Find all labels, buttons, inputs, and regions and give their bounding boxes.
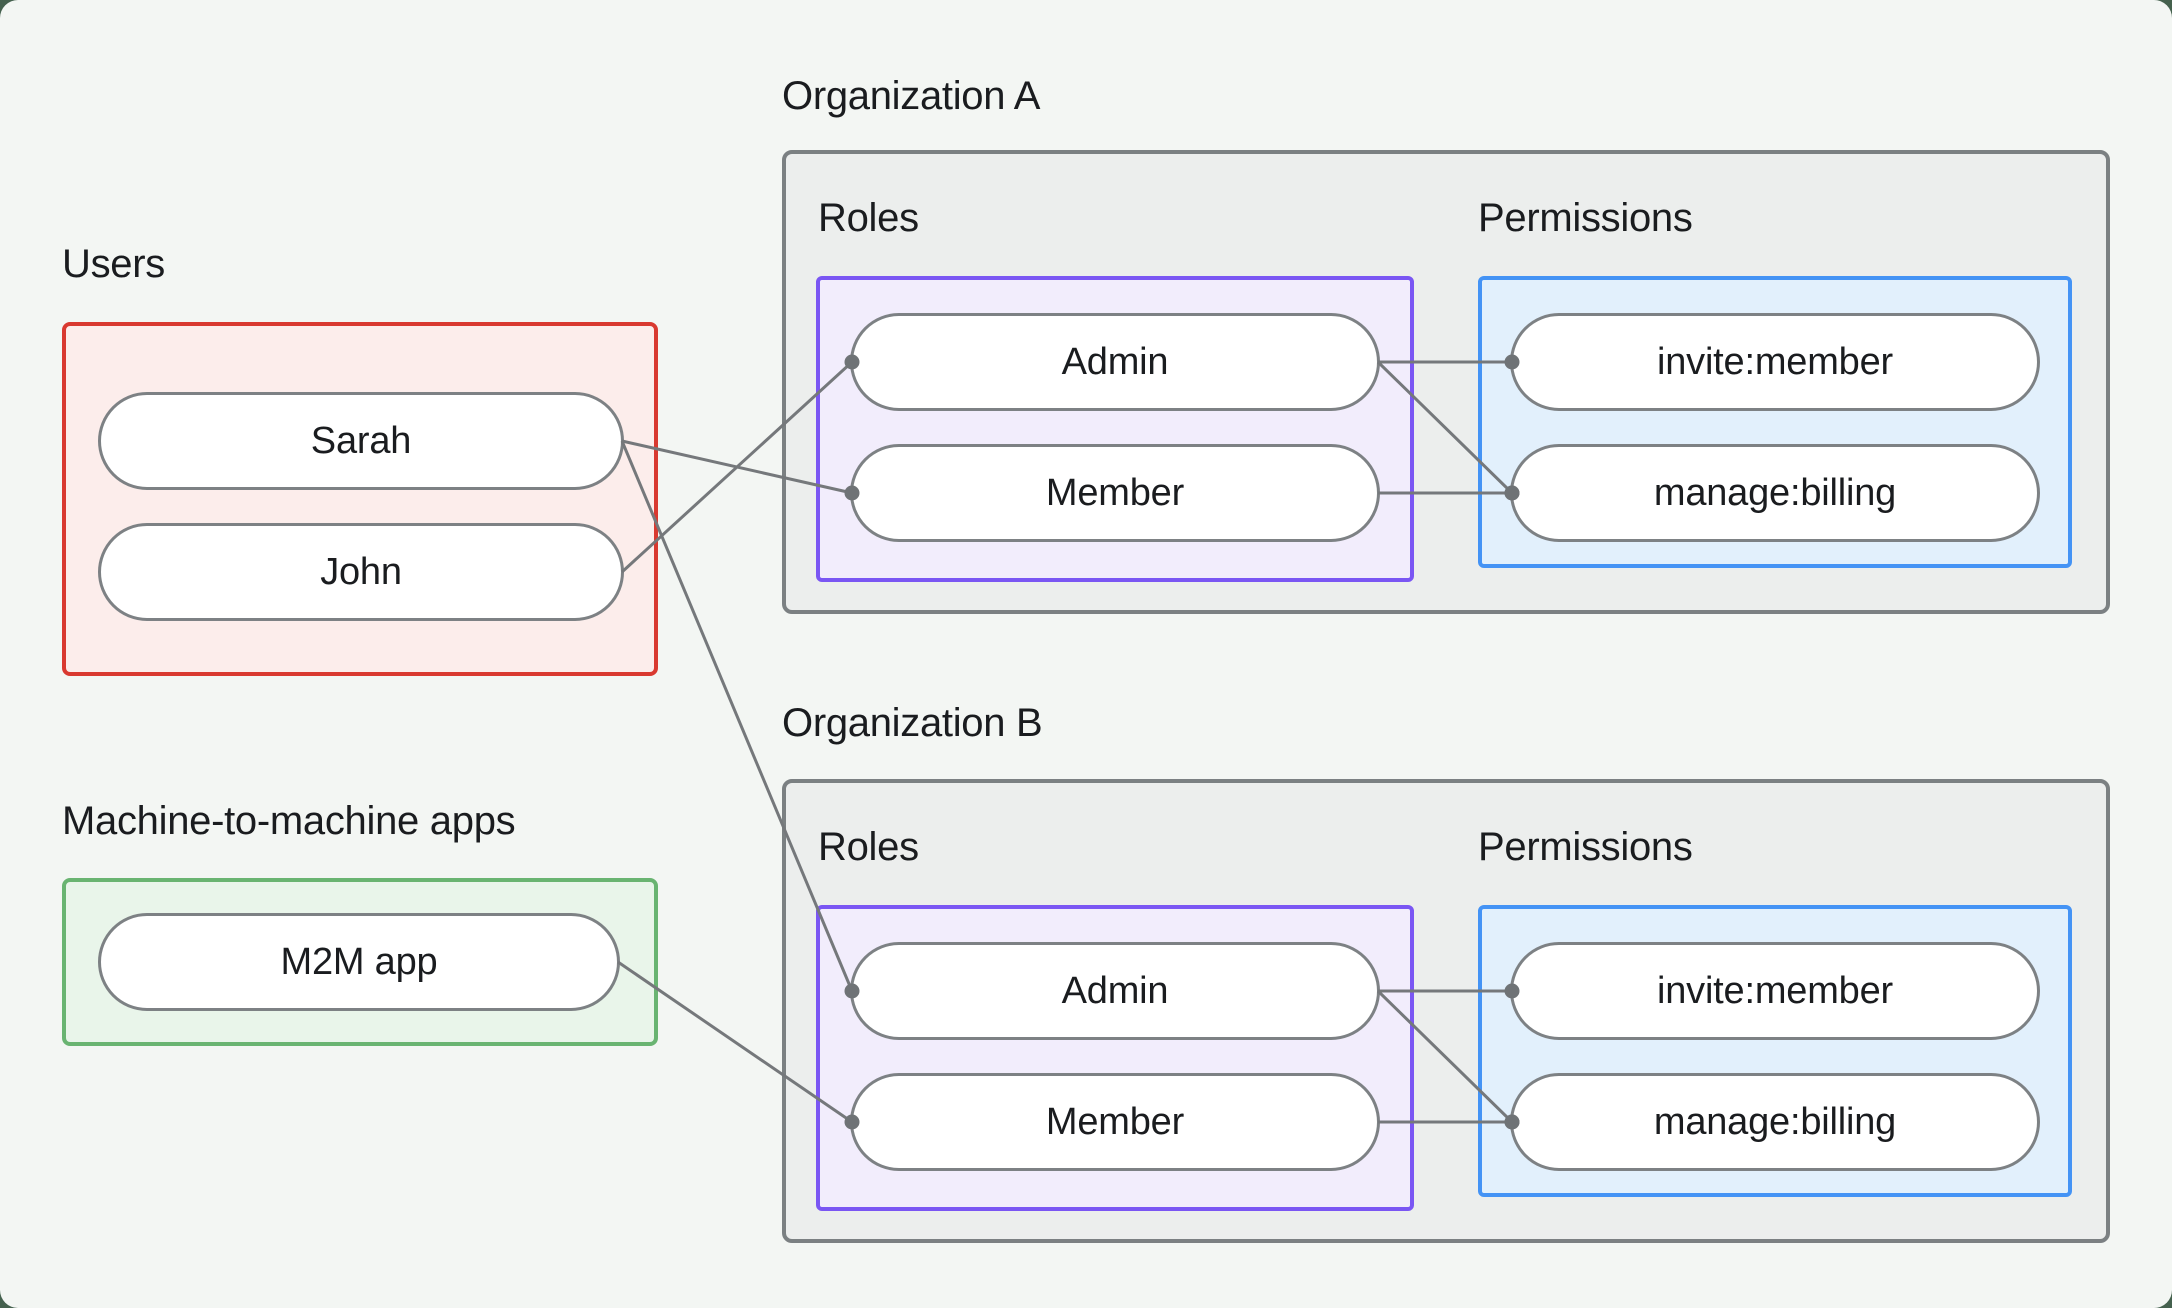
orgA-permission-billing-node: manage:billing — [1510, 444, 2040, 542]
orgA-title: Organization A — [782, 74, 1041, 118]
orgA-role-admin-node: Admin — [850, 313, 1380, 411]
orgB-role-admin-node: Admin — [850, 942, 1380, 1040]
orgB-role-member-node: Member — [850, 1073, 1380, 1171]
orgA-roles-label: Roles — [818, 196, 919, 240]
m2m-section-label: Machine-to-machine apps — [62, 799, 516, 843]
user-node-john: John — [98, 523, 624, 621]
orgA-permission-invite-node: invite:member — [1510, 313, 2040, 411]
m2m-app-node: M2M app — [98, 913, 620, 1011]
orgB-permissions-label: Permissions — [1478, 825, 1693, 869]
orgB-permission-invite-node: invite:member — [1510, 942, 2040, 1040]
orgA-role-member-node: Member — [850, 444, 1380, 542]
user-node-sarah: Sarah — [98, 392, 624, 490]
users-group-box — [62, 322, 658, 676]
orgB-permission-billing-node: manage:billing — [1510, 1073, 2040, 1171]
orgB-title: Organization B — [782, 701, 1043, 745]
orgA-permissions-label: Permissions — [1478, 196, 1693, 240]
orgB-roles-label: Roles — [818, 825, 919, 869]
users-section-label: Users — [62, 242, 165, 286]
